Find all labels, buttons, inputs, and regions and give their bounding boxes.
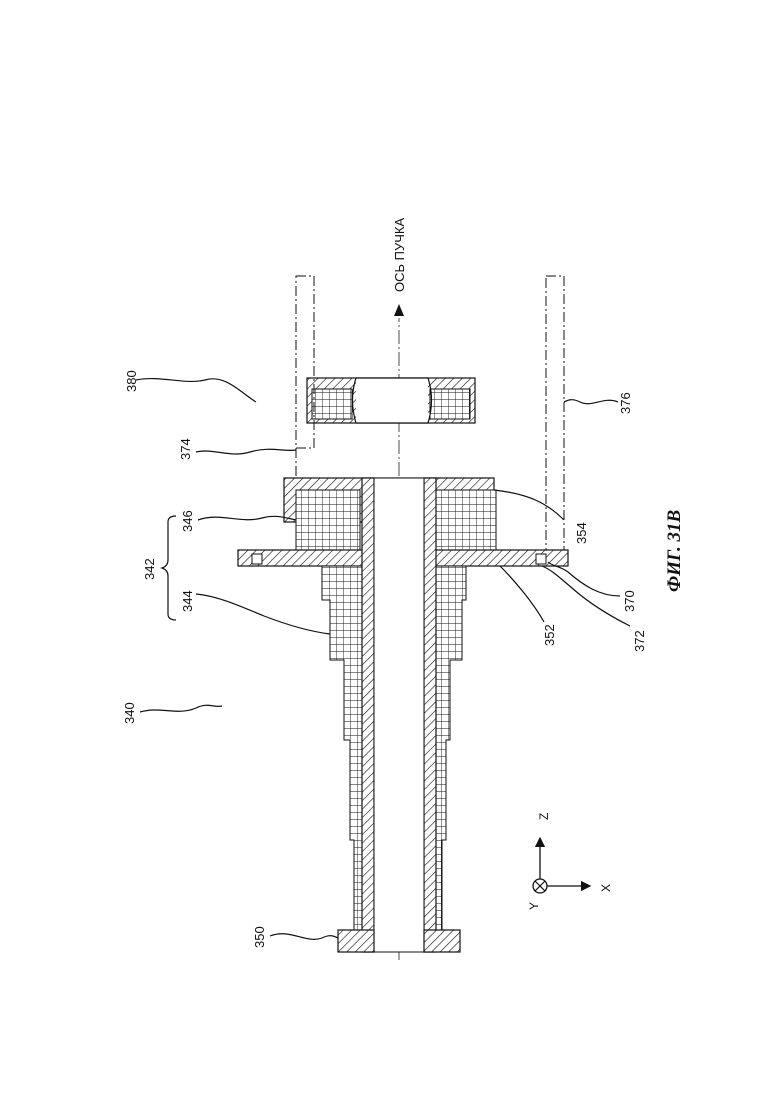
housing-376 (546, 276, 564, 552)
beam-axis-label: ОСЬ ПУЧКА (392, 218, 407, 292)
ref-label-374: 374 (178, 438, 193, 460)
beam-axis-arrow-icon (394, 304, 404, 316)
leader-370 (548, 562, 620, 596)
axis-label-x: X (599, 884, 613, 892)
figure-caption: ФИГ. 31В (664, 510, 685, 592)
coordinate-axes: Z X Y (527, 813, 613, 910)
leader-340 (140, 705, 222, 712)
ref-label-372: 372 (632, 630, 647, 652)
leader-374 (196, 449, 296, 454)
leader-376 (564, 400, 618, 404)
ref-label-352: 352 (542, 624, 557, 646)
y-axis-into-page-icon (533, 879, 547, 893)
ref-label-342: 342 (142, 558, 157, 580)
leader-354 (494, 490, 564, 520)
ref-label-346: 346 (180, 510, 195, 532)
ref-label-354: 354 (574, 522, 589, 544)
leader-352 (500, 566, 544, 622)
component-body-340 (238, 478, 568, 952)
ref-label-370: 370 (622, 590, 637, 612)
ref-label-350: 350 (252, 926, 267, 948)
ref-label-340: 340 (122, 702, 137, 724)
leader-350 (270, 934, 338, 940)
leader-344 (196, 594, 330, 634)
axis-label-y: Y (527, 902, 541, 910)
ref-label-344: 344 (180, 590, 195, 612)
ref-label-376: 376 (618, 392, 633, 414)
axis-label-z: Z (537, 813, 551, 820)
leader-346 (198, 516, 296, 520)
ring-380 (307, 378, 475, 423)
bracket-342 (162, 516, 176, 620)
leader-380 (136, 379, 256, 402)
ref-label-380: 380 (124, 370, 139, 392)
